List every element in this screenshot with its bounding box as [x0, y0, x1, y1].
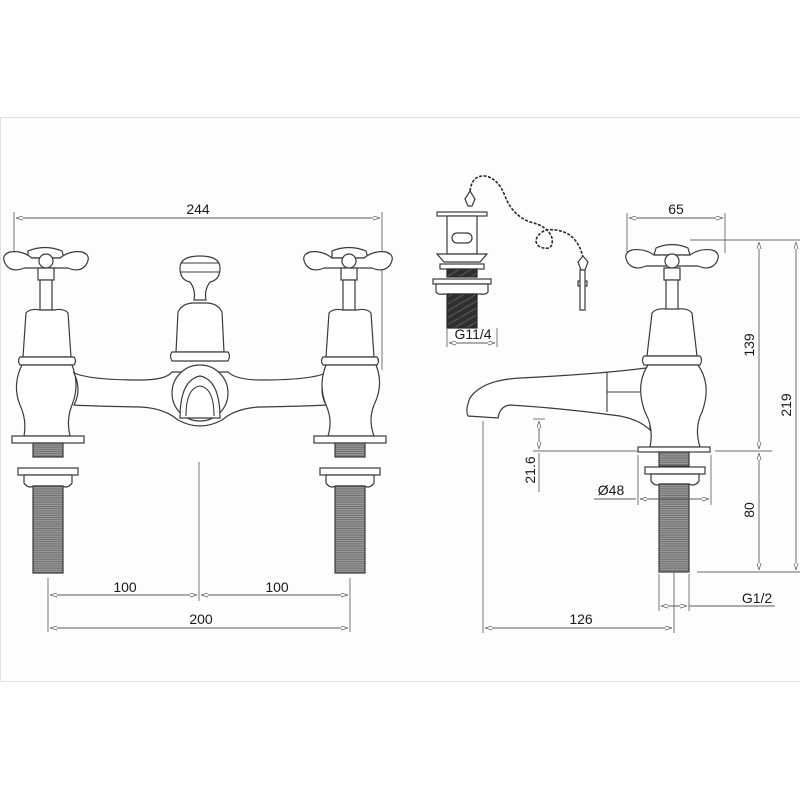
- left-cross-handle: [3, 246, 89, 311]
- side-view: 65 139 219 80: [466, 201, 800, 633]
- dimension-spout-projection: 126: [482, 421, 675, 633]
- dimension-tail-thread: G1/2: [658, 574, 775, 611]
- right-tail: [319, 442, 381, 574]
- left-tap-body: [11, 308, 85, 444]
- dim-label-100-right: 100: [265, 579, 289, 595]
- dim-label-200: 200: [189, 611, 213, 627]
- dimension-base-diameter: Ø48: [594, 455, 712, 505]
- dim-label-g1-2: G1/2: [742, 590, 773, 606]
- dim-label-244: 244: [186, 201, 210, 217]
- dim-label-d48: Ø48: [598, 482, 625, 498]
- waste-view: G11/4: [432, 175, 589, 347]
- dimension-tap-centres: 100 100 200: [47, 462, 351, 632]
- dim-label-139: 139: [741, 333, 757, 357]
- dimension-heights: 139 219 80: [690, 239, 800, 573]
- dimension-handle-width: 65: [626, 201, 726, 253]
- right-cross-handle: [303, 246, 393, 311]
- right-tap-body: [313, 308, 387, 444]
- dim-label-65: 65: [668, 201, 684, 217]
- plug-chain: [469, 175, 584, 263]
- dimension-spout-clearance: 21.6: [522, 418, 638, 492]
- dim-label-g11-4: G11/4: [454, 326, 491, 342]
- dim-label-126: 126: [569, 611, 593, 627]
- dim-label-100-left: 100: [113, 579, 137, 595]
- dim-label-80: 80: [741, 502, 757, 518]
- dimension-overall-width: 244: [13, 201, 383, 370]
- bridge-pipe: [72, 364, 328, 427]
- front-view: 244: [3, 201, 393, 632]
- left-tail: [17, 442, 79, 574]
- dim-label-21-6: 21.6: [522, 456, 538, 483]
- center-diverter: [169, 255, 231, 362]
- dim-label-219: 219: [778, 393, 794, 417]
